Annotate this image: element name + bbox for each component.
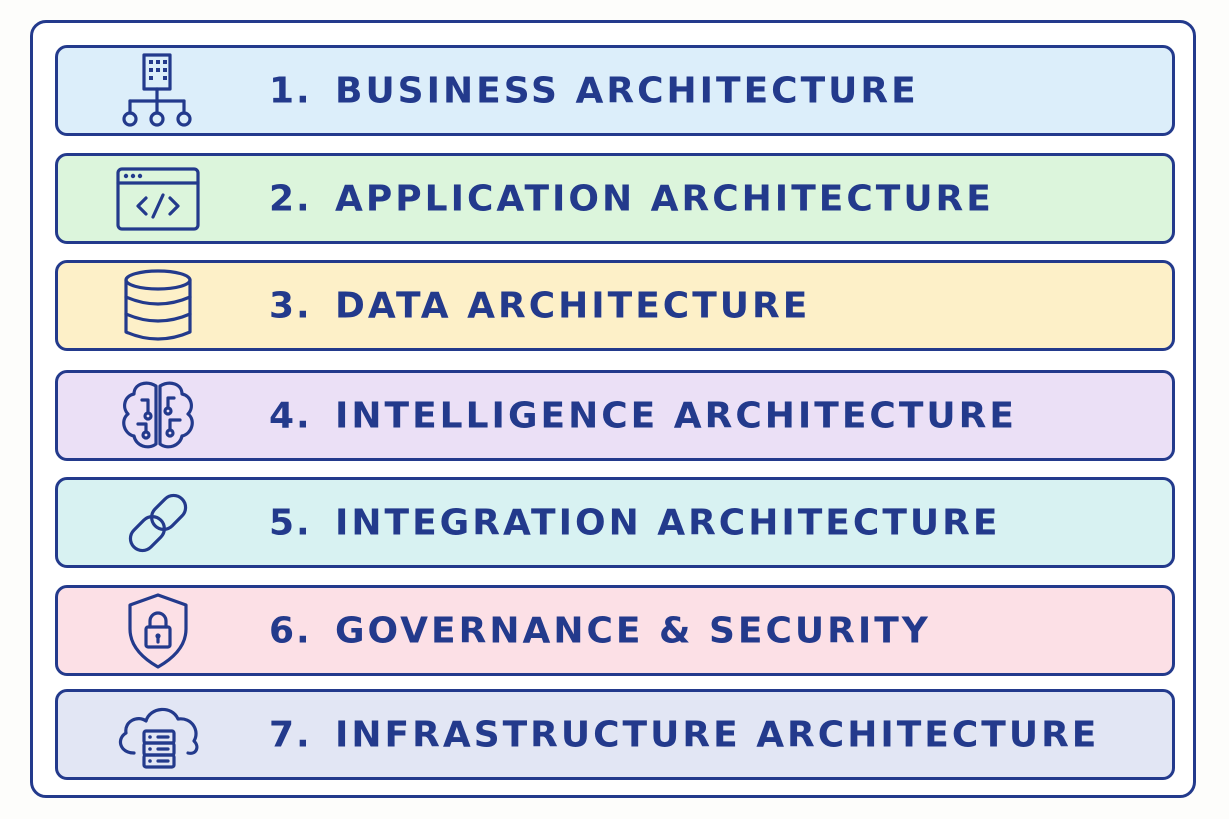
code-window-icon bbox=[108, 159, 208, 239]
layer-title: APPLICATION ARCHITECTURE bbox=[335, 178, 994, 219]
layer-title: INFRASTRUCTURE ARCHITECTURE bbox=[335, 714, 1100, 755]
layer-title: DATA ARCHITECTURE bbox=[335, 285, 811, 326]
layer-data-architecture: 3. DATA ARCHITECTURE bbox=[55, 260, 1175, 351]
layer-number: 6. bbox=[269, 610, 312, 651]
layer-intelligence-architecture: 4. INTELLIGENCE ARCHITECTURE bbox=[55, 370, 1175, 461]
layer-integration-architecture: 5. INTEGRATION ARCHITECTURE bbox=[55, 477, 1175, 568]
shield-lock-icon bbox=[108, 591, 208, 671]
brain-circuit-icon bbox=[108, 376, 208, 456]
layer-infrastructure-architecture: 7. INFRASTRUCTURE ARCHITECTURE bbox=[55, 689, 1175, 780]
layer-governance-security: 6. GOVERNANCE & SECURITY bbox=[55, 585, 1175, 676]
layer-business-architecture: 1. BUSINESS ARCHITECTURE bbox=[55, 45, 1175, 136]
layer-number: 2. bbox=[269, 178, 312, 219]
layer-title: INTELLIGENCE ARCHITECTURE bbox=[335, 395, 1017, 436]
org-building-icon bbox=[108, 51, 208, 131]
chain-link-icon bbox=[108, 483, 208, 563]
layer-number: 1. bbox=[269, 70, 312, 111]
layer-title: BUSINESS ARCHITECTURE bbox=[335, 70, 919, 111]
layer-number: 5. bbox=[269, 502, 312, 543]
architecture-stack-frame: 1. BUSINESS ARCHITECTURE 2. APPLICATION … bbox=[30, 20, 1196, 798]
layer-title: INTEGRATION ARCHITECTURE bbox=[335, 502, 1001, 543]
cloud-server-icon bbox=[108, 695, 208, 775]
layer-number: 3. bbox=[269, 285, 312, 326]
layer-title: GOVERNANCE & SECURITY bbox=[335, 610, 931, 651]
layer-number: 7. bbox=[269, 714, 312, 755]
database-icon bbox=[108, 266, 208, 346]
layer-application-architecture: 2. APPLICATION ARCHITECTURE bbox=[55, 153, 1175, 244]
layer-number: 4. bbox=[269, 395, 312, 436]
